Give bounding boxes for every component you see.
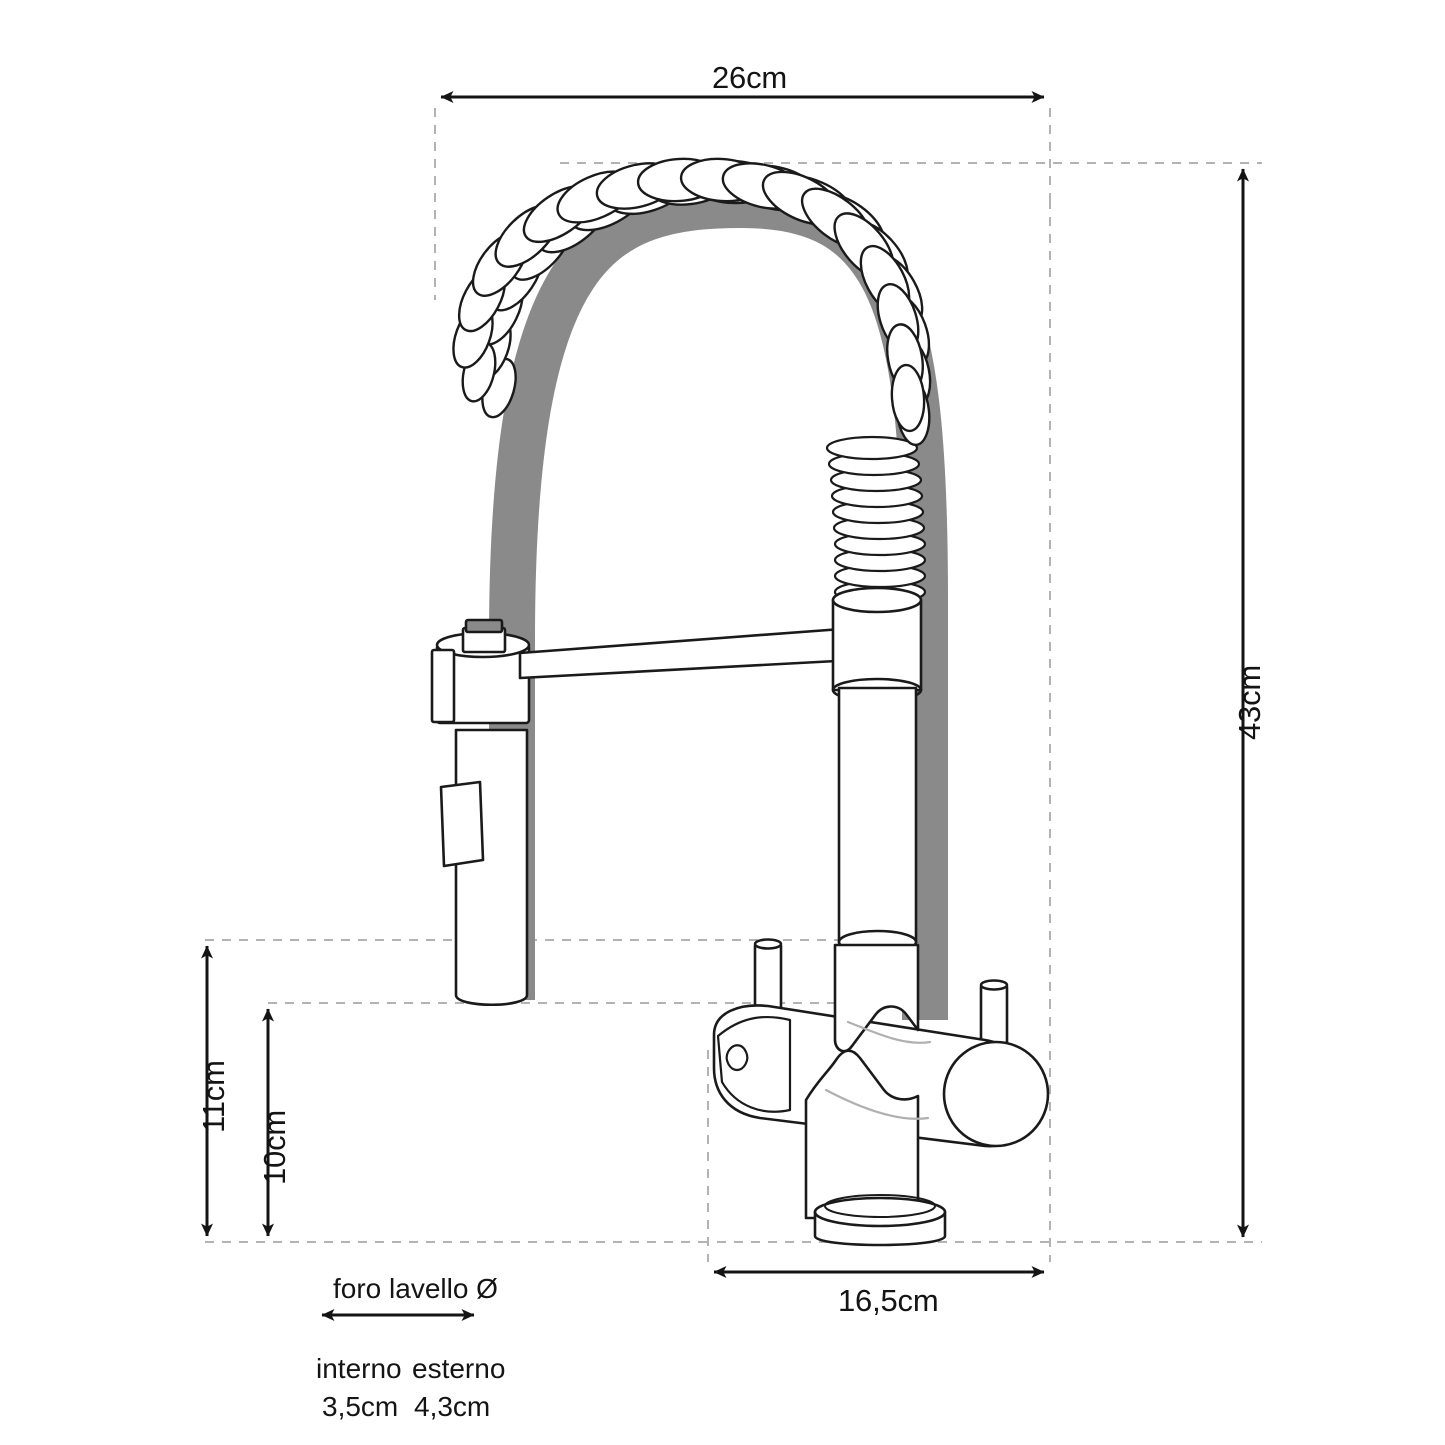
valve-body: [712, 943, 1050, 1247]
column-shaft: [837, 686, 918, 944]
right-handle-cap: [942, 1040, 1050, 1148]
dim-label-26cm: 26cm: [712, 60, 788, 95]
spray-head-side-tab: [430, 648, 456, 724]
support-arm: [518, 626, 870, 680]
column-collar: [831, 598, 923, 692]
spray-head-barrel: [454, 728, 529, 1007]
spray-head-inlet-cap: [464, 618, 504, 634]
note-inner-value: 3,5cm: [322, 1391, 399, 1422]
spray-trigger-lever: [439, 780, 485, 868]
faucet-illustration: [430, 157, 1050, 1247]
riser-highlight-lower: [824, 1088, 930, 1120]
riser-highlight-upper: [846, 1020, 932, 1044]
dim-label-16-5cm: 16,5cm: [838, 1283, 939, 1318]
note-outer-value: 4,3cm: [414, 1391, 491, 1422]
dimension-arrows: [201, 91, 1249, 1321]
right-handle-stem-top: [979, 979, 1009, 991]
spring-lower-right-coils: [825, 435, 927, 605]
note-outer-label: esterno: [412, 1353, 506, 1384]
construction-guides: [205, 108, 1262, 1262]
spring-coil: [452, 157, 932, 447]
spray-head-assembly: [430, 618, 531, 1007]
base-flange-inner-ring: [824, 1194, 936, 1218]
note-sink-hole-title: foro lavello Ø: [333, 1273, 498, 1304]
left-handle-ring: [716, 1015, 792, 1113]
dim-label-43cm: 43cm: [1232, 664, 1267, 740]
left-handle-stem-top: [753, 938, 783, 950]
note-inner-label: interno: [316, 1353, 402, 1384]
support-arm-body: [518, 626, 870, 680]
column-collar-top: [831, 586, 923, 614]
dim-label-11cm: 11cm: [196, 1060, 231, 1133]
riser-lower-trunk: [804, 1049, 920, 1220]
dim-label-10cm: 10cm: [257, 1109, 292, 1185]
main-column: [831, 586, 923, 955]
base-flange-top: [813, 1196, 947, 1228]
water-drop-icon: [725, 1044, 749, 1072]
